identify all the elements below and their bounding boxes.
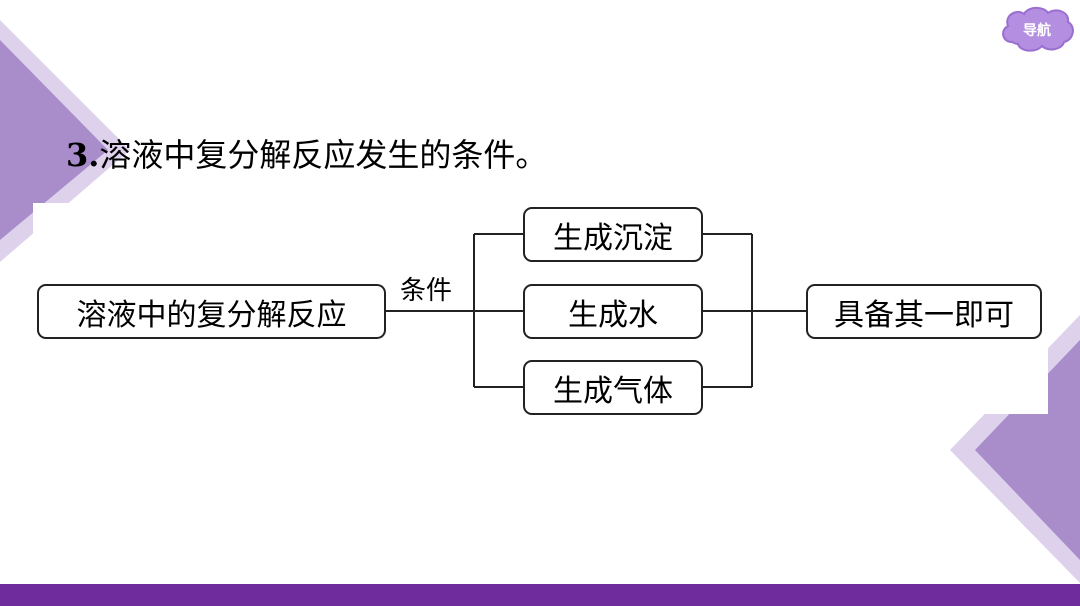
nav-label: 导航 [1023,23,1051,39]
result-box: 具备其一即可 [806,284,1042,339]
nav-button[interactable]: 导航 [998,4,1076,56]
condition-box-2: 生成水 [523,284,703,339]
title-number: 3. [66,136,100,174]
condition-box-1: 生成沉淀 [523,207,703,262]
condition-box-3: 生成气体 [523,360,703,415]
page-title: 3.溶液中复分解反应发生的条件。 [66,130,547,180]
bottom-bar [0,584,1080,606]
title-text: 溶液中复分解反应发生的条件。 [99,136,548,174]
cloud-icon [1002,6,1074,52]
connector-label: 条件 [400,276,453,306]
source-box: 溶液中的复分解反应 [37,284,386,339]
